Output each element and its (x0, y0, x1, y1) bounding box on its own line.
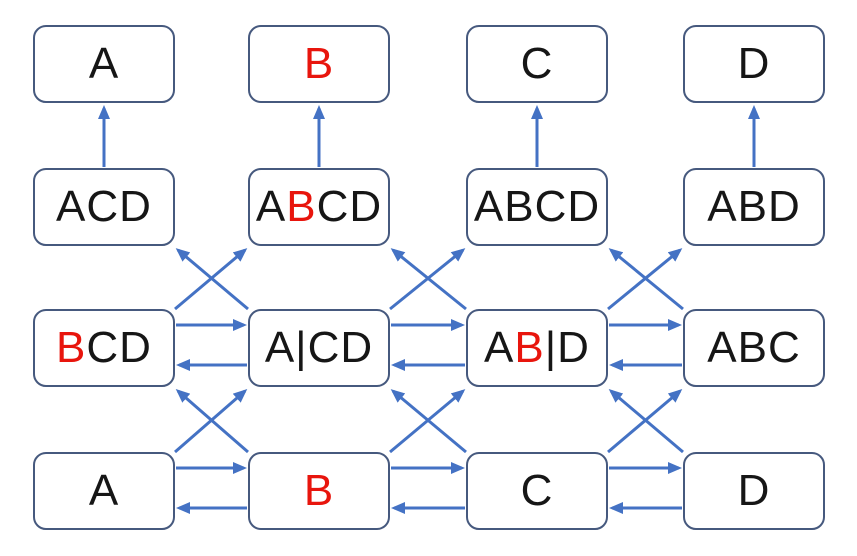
node-a-cd-label-segment: A|CD (264, 323, 374, 372)
arrow-bottom-a-to-a-cd (174, 389, 248, 454)
node-abd-label-segment: ABD (707, 182, 801, 231)
node-bottom-d-label-segment: D (737, 466, 771, 515)
arrow-ab-d-to-abcd-hl (390, 248, 467, 311)
node-top-a-label-segment: A (88, 39, 120, 88)
node-abcd-hl-label-segment: A (255, 182, 287, 231)
node-bottom-d: D (683, 452, 825, 530)
node-ab-d-label-segment: A (484, 323, 515, 372)
node-acd: ACD (33, 168, 175, 246)
node-abcd-hl-label-segment: CD (316, 182, 383, 231)
arrow-ab-d-to-abd (607, 248, 683, 311)
arrow-a-cd-to-abcd (389, 248, 466, 311)
node-top-a: A (33, 25, 175, 103)
node-ab-d-label-segment: |D (544, 323, 590, 372)
arrow-bottom-b-to-ab-d (389, 389, 466, 454)
node-abc-label-segment: ABC (707, 323, 801, 372)
arrow-abc-to-abcd (608, 248, 684, 311)
arrow-bottom-c-to-a-cd (390, 389, 467, 454)
node-top-d: D (683, 25, 825, 103)
node-abd: ABD (683, 168, 825, 246)
node-bcd-label-segment-highlight: B (56, 323, 87, 372)
node-top-c-label-segment: C (520, 39, 554, 88)
node-bottom-b: B (248, 452, 390, 530)
node-abcd-label-segment: ABCD (473, 182, 601, 231)
node-top-d-label-segment: D (737, 39, 771, 88)
node-bottom-a: A (33, 452, 175, 530)
node-bcd-label-segment: CD (86, 323, 152, 372)
node-a-cd: A|CD (248, 309, 390, 387)
node-abcd: ABCD (466, 168, 608, 246)
node-top-b: B (248, 25, 390, 103)
arrow-a-cd-to-acd (175, 248, 249, 311)
node-ab-d-label-segment-highlight: B (514, 323, 545, 372)
node-bottom-a-label-segment: A (88, 466, 120, 515)
arrow-bottom-d-to-ab-d (608, 389, 684, 454)
arrow-bottom-c-to-abc (607, 389, 683, 454)
node-bottom-b-label-segment-highlight: B (303, 466, 335, 515)
arrow-bcd-to-abcd-hl (174, 248, 248, 311)
node-bottom-c-label-segment: C (520, 466, 554, 515)
arrow-bottom-b-to-bcd (175, 389, 249, 454)
node-acd-label-segment: ACD (56, 182, 152, 231)
node-abcd-hl-label-segment-highlight: B (286, 182, 317, 231)
node-abc: ABC (683, 309, 825, 387)
node-top-c: C (466, 25, 608, 103)
node-top-b-label-segment-highlight: B (303, 39, 335, 88)
node-bottom-c: C (466, 452, 608, 530)
